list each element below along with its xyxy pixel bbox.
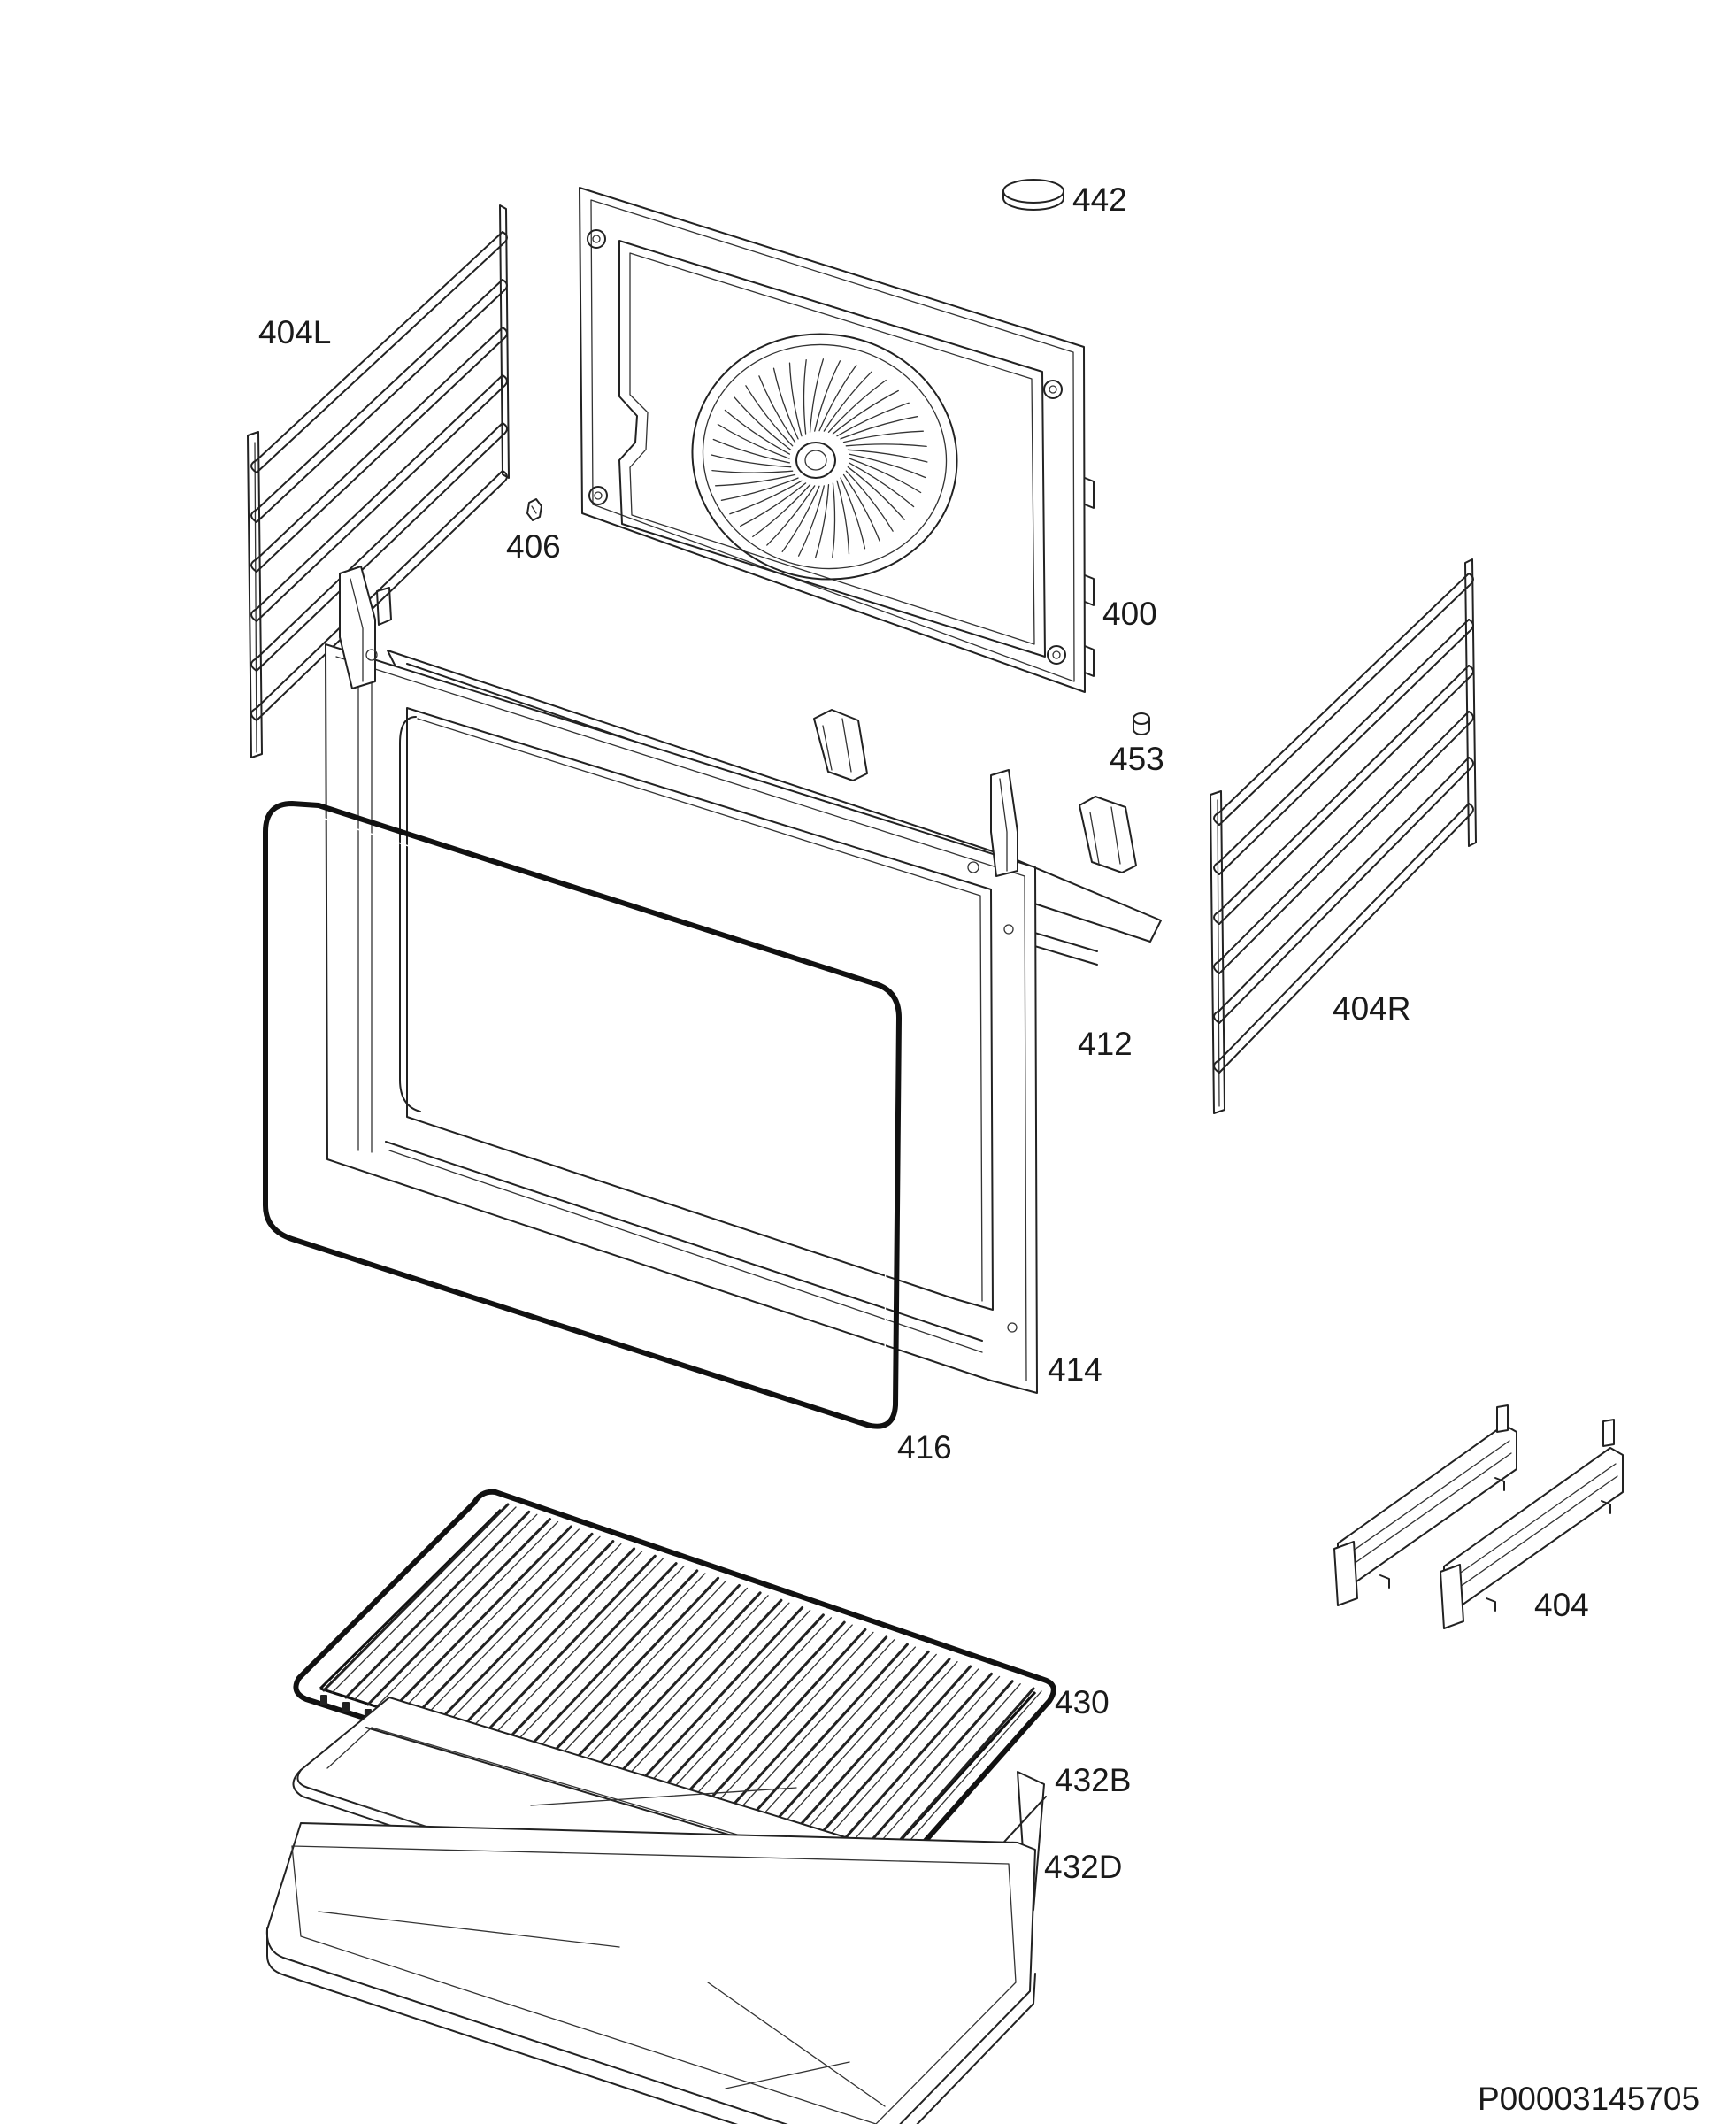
label-414: 414 <box>1048 1351 1102 1388</box>
part-453-screw[interactable] <box>1133 712 1150 735</box>
label-406: 406 <box>506 528 561 565</box>
label-430: 430 <box>1055 1684 1110 1720</box>
part-432D-deep-tray[interactable] <box>265 1822 1036 2124</box>
label-404: 404 <box>1534 1587 1589 1623</box>
part-442-cap[interactable] <box>1002 179 1064 211</box>
part-404L-left-shelf-support[interactable] <box>247 204 510 758</box>
document-code: P00003145705 <box>1478 2081 1700 2117</box>
label-400: 400 <box>1102 596 1157 632</box>
label-432D: 432D <box>1044 1849 1122 1885</box>
part-414-front-frame[interactable] <box>325 566 1038 1394</box>
label-412: 412 <box>1078 1026 1133 1062</box>
label-404R: 404R <box>1333 990 1410 1027</box>
label-432B: 432B <box>1055 1762 1131 1798</box>
part-404-telescopic-runners[interactable] <box>1333 1404 1624 1629</box>
label-453: 453 <box>1110 741 1164 777</box>
part-404R-right-shelf-support[interactable] <box>1210 558 1477 1114</box>
part-400-rear-panel[interactable] <box>579 187 1095 693</box>
label-404L: 404L <box>258 314 331 350</box>
label-416: 416 <box>897 1429 952 1466</box>
label-442: 442 <box>1072 181 1127 218</box>
part-416-door-gasket[interactable] <box>263 801 902 1429</box>
part-406-clip[interactable] <box>526 498 542 521</box>
